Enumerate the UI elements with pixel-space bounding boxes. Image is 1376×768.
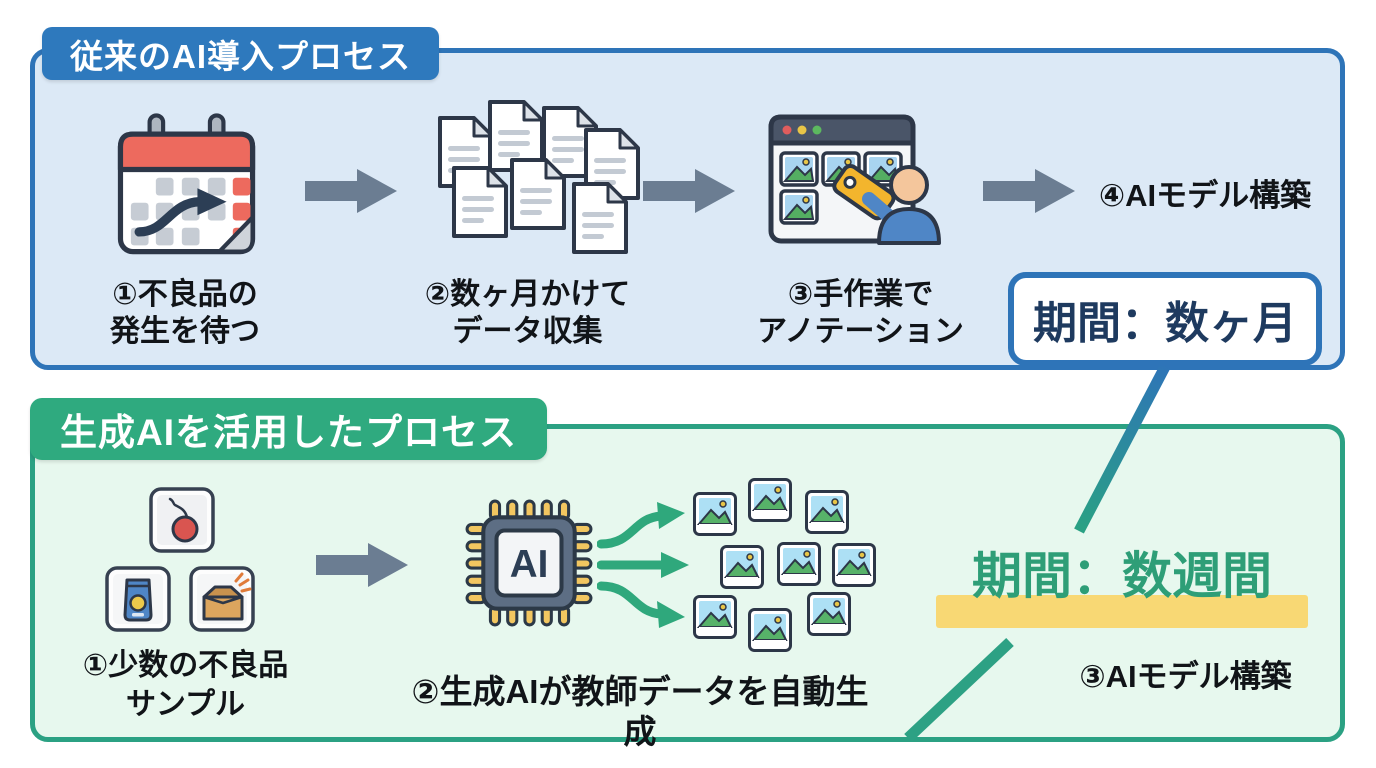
traditional-section-title-label: 従来のAI導入プロセス bbox=[70, 37, 411, 75]
traditional-duration-badge: 期間：数ヶ月 bbox=[1008, 272, 1322, 366]
cherry-sample-icon bbox=[148, 486, 216, 554]
generative-duration-callout: 期間：数週間 bbox=[936, 538, 1308, 628]
box-sample-icon bbox=[188, 565, 256, 633]
generative-step2-label: ②生成AIが教師データを自動生成 bbox=[411, 673, 869, 750]
generative-section-title: 生成AIを活用したプロセス bbox=[30, 398, 547, 460]
generate-fanout-arrows-icon bbox=[596, 496, 707, 634]
flow-arrow-icon bbox=[316, 540, 408, 590]
calendar-icon bbox=[108, 104, 264, 262]
traditional-step3-label: ③手作業で アノテーション bbox=[757, 278, 964, 348]
traditional-step2-label: ②数ヶ月かけて データ収集 bbox=[424, 278, 631, 348]
yellow-highlight-bar bbox=[936, 595, 1308, 628]
traditional-step1-label: ①不良品の 発生を待つ bbox=[110, 278, 260, 348]
generative-section-title-label: 生成AIを活用したプロセス bbox=[60, 412, 517, 453]
flow-arrow-icon bbox=[643, 166, 735, 216]
flow-arrow-icon bbox=[983, 166, 1075, 216]
documents-stack-icon bbox=[424, 100, 646, 266]
generated-images-icon bbox=[686, 470, 886, 660]
traditional-section-title: 従来のAI導入プロセス bbox=[42, 27, 439, 80]
flow-arrow-icon bbox=[305, 166, 397, 216]
generative-step1-label: ①少数の不良品 サンプル bbox=[82, 649, 289, 721]
traditional-duration-label: 期間：数ヶ月 bbox=[1033, 299, 1297, 348]
ai-chip-icon: AI bbox=[463, 497, 595, 629]
generative-step3-label: ③AIモデル構築 bbox=[1079, 659, 1292, 694]
generative-duration-label: 期間：数週間 bbox=[972, 548, 1272, 604]
traditional-step4-label: ④AIモデル構築 bbox=[1098, 178, 1312, 213]
bag-sample-icon bbox=[104, 565, 172, 633]
annotation-tool-icon bbox=[763, 108, 947, 270]
svg-text:AI: AI bbox=[510, 543, 549, 586]
